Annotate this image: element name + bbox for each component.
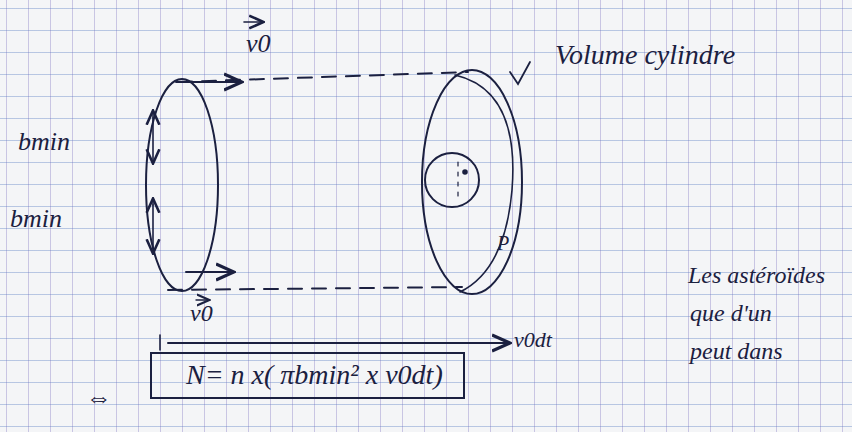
note-text: que d'un	[690, 300, 772, 326]
dimension-label: bmin	[18, 128, 70, 157]
length-label: v0dt	[514, 328, 552, 352]
point-label: P	[497, 232, 509, 254]
note-text: Les astéroïdes	[688, 262, 825, 288]
note-text: peut dans	[690, 338, 783, 364]
formula-text: N= n x( πbmin² x v0dt)	[186, 360, 449, 391]
formula-box: N= n x( πbmin² x v0dt)	[150, 352, 465, 399]
velocity-label: v0	[190, 300, 213, 326]
dimension-label: bmin	[10, 205, 62, 234]
equivalence-symbol: ⇔	[86, 384, 112, 413]
velocity-label: v0	[246, 30, 271, 59]
note-text: Volume cylindre	[555, 40, 735, 71]
